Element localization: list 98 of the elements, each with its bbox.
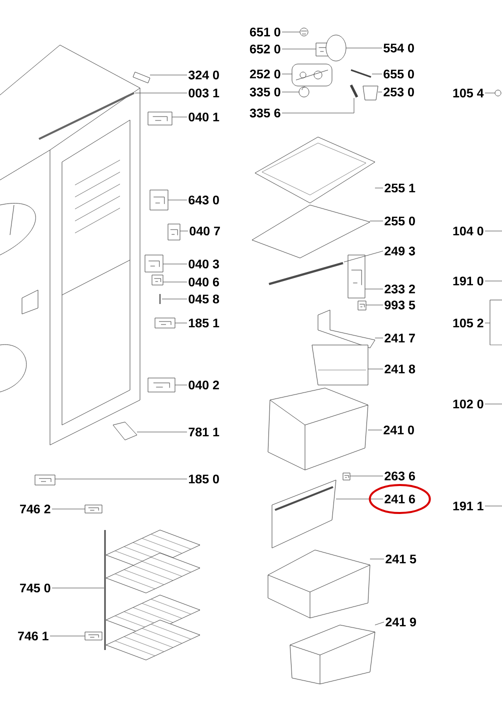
callout-number: 651 0 [250, 28, 280, 36]
part-drawing [148, 378, 176, 392]
part-drawing [358, 300, 366, 310]
callout-number: 655 0 [384, 70, 414, 78]
part-drawing [132, 72, 150, 84]
leader-line [174, 322, 188, 324]
callout-number: 003 1 [188, 88, 220, 98]
callout-number: 554 0 [384, 44, 414, 52]
callout-number: 252 0 [250, 70, 280, 78]
callout-number: 335 6 [250, 108, 280, 118]
callout-number: 241 7 [384, 334, 415, 342]
callout-number: 993 5 [384, 300, 416, 310]
leader-line [366, 304, 384, 306]
callout-number: 102 0 [453, 400, 484, 408]
leader-line [368, 368, 384, 370]
part-drawing [150, 190, 168, 210]
callout-number: 263 6 [384, 472, 415, 480]
part-drawing [148, 112, 172, 126]
part-drawing [272, 480, 336, 548]
part-drawing [268, 550, 370, 618]
part-drawing [38, 92, 134, 140]
callout-number: 185 1 [188, 318, 220, 328]
callout-number: 040 3 [188, 260, 219, 268]
callout-number: 040 1 [188, 112, 220, 122]
part-drawing [154, 318, 176, 328]
leader-line [134, 92, 188, 94]
callout-number: 233 2 [384, 284, 415, 294]
part-drawing [252, 204, 370, 258]
part-drawing [350, 69, 372, 78]
part-drawing [104, 530, 200, 660]
part-drawing [350, 84, 358, 98]
leader-line [484, 280, 502, 282]
callout-number: 104 0 [453, 226, 484, 236]
part-drawing [152, 274, 164, 286]
callout-number: 105 4 [453, 88, 484, 98]
callout-number: 253 0 [384, 88, 414, 96]
callout-number: 241 5 [386, 554, 416, 564]
leader-line [172, 116, 188, 118]
callout-number: 040 2 [188, 380, 219, 390]
part-drawing [362, 86, 378, 100]
callout-number: 781 1 [188, 428, 220, 436]
leader-line [150, 74, 188, 76]
callout-number: 324 0 [188, 70, 219, 80]
callout-number: 643 0 [188, 196, 219, 204]
callout-number: 746 1 [18, 632, 48, 640]
leader-line [54, 478, 188, 480]
leader-line [162, 298, 188, 300]
part-drawing [348, 254, 366, 298]
part-drawing [312, 344, 368, 386]
callout-number: 185 0 [188, 474, 219, 484]
callout-number: 105 2 [453, 318, 484, 328]
callout-number: 652 0 [250, 44, 280, 54]
callout-number: 241 8 [384, 364, 416, 374]
leader-line [282, 98, 354, 114]
part-drawing [112, 422, 138, 440]
callout-number: 040 6 [188, 278, 219, 286]
part-drawing [490, 300, 502, 346]
leader-line [174, 384, 188, 386]
callout-number: 241 9 [386, 618, 416, 626]
part-drawing [84, 632, 102, 640]
part-drawing [298, 86, 310, 98]
callout-number: 040 7 [190, 226, 220, 236]
leader-line [374, 622, 384, 626]
callout-number: 335 0 [250, 88, 280, 96]
callout-number: 746 2 [20, 504, 50, 514]
leader-line [52, 508, 86, 510]
part-drawing [268, 262, 344, 286]
part-drawing [290, 624, 376, 684]
callout-number: 241 6 [384, 494, 415, 504]
part-drawing [144, 254, 164, 272]
leader-line [484, 230, 502, 232]
callout-number: 745 0 [20, 584, 50, 592]
callout-number: 241 0 [384, 426, 414, 434]
leader-line [364, 288, 384, 290]
leader-line [344, 250, 384, 262]
part-drawing [300, 28, 308, 36]
leader-line [370, 220, 384, 222]
part-drawing [318, 310, 376, 348]
part-drawing [84, 504, 102, 514]
leader-line [484, 92, 496, 94]
part-drawing [254, 136, 376, 204]
callout-number: 255 1 [384, 184, 416, 192]
callout-number: 045 8 [188, 294, 220, 304]
leader-line [484, 322, 490, 324]
callout-number: 255 0 [384, 216, 415, 226]
leader-line [180, 230, 188, 232]
part-drawing [494, 90, 502, 96]
part-drawing [268, 388, 368, 470]
leader-line [336, 498, 384, 500]
part-drawing [342, 472, 350, 480]
leader-line [370, 558, 384, 560]
leader-line [282, 48, 316, 50]
callout-number: 191 1 [453, 502, 484, 510]
part-drawing [292, 64, 332, 86]
callout-number: 249 3 [384, 246, 415, 256]
part-drawing [168, 224, 180, 240]
part-drawing [34, 474, 56, 486]
callout-number: 191 0 [453, 276, 484, 286]
